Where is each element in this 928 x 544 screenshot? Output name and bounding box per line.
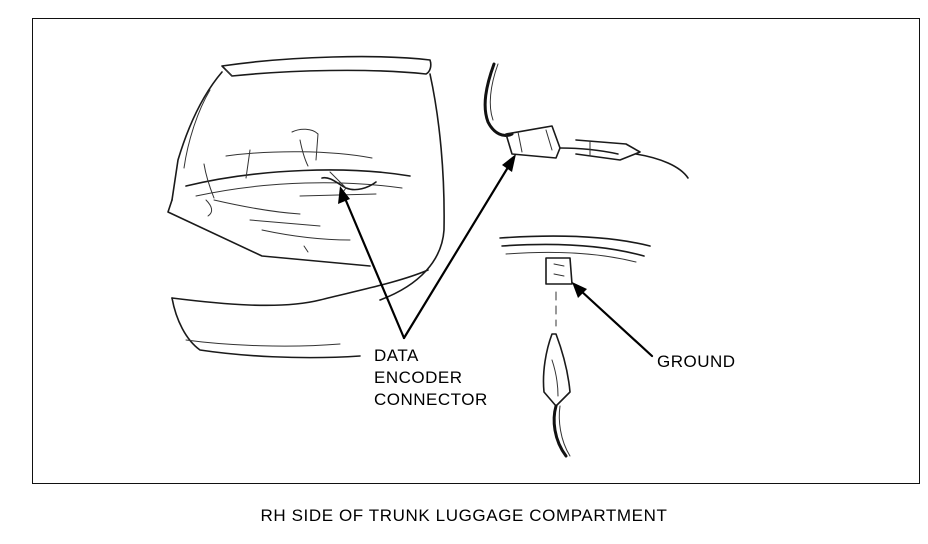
arrow-to-detail-connector <box>402 162 512 340</box>
arrowhead-ground <box>572 282 587 298</box>
arrowhead-trunk-connector <box>338 186 350 204</box>
connector-and-clip-illustration <box>483 62 689 179</box>
callout-line-1: DATA <box>374 346 419 365</box>
leader-arrows <box>338 154 654 358</box>
data-encoder-connector-label: DATA ENCODER CONNECTOR <box>374 345 488 411</box>
callout-line-2: ENCODER <box>374 368 463 387</box>
figure-caption: RH SIDE OF TRUNK LUGGAGE COMPARTMENT <box>260 506 668 525</box>
ground-label: GROUND <box>657 352 736 371</box>
arrow-to-trunk-connector <box>342 194 406 340</box>
arrowhead-detail-connector <box>502 154 516 172</box>
vehicle-trunk-illustration <box>167 55 445 359</box>
figure-frame <box>32 18 920 484</box>
ground-clip-illustration <box>499 235 651 458</box>
arrow-to-ground <box>578 288 654 358</box>
callout-line-3: CONNECTOR <box>374 390 488 409</box>
